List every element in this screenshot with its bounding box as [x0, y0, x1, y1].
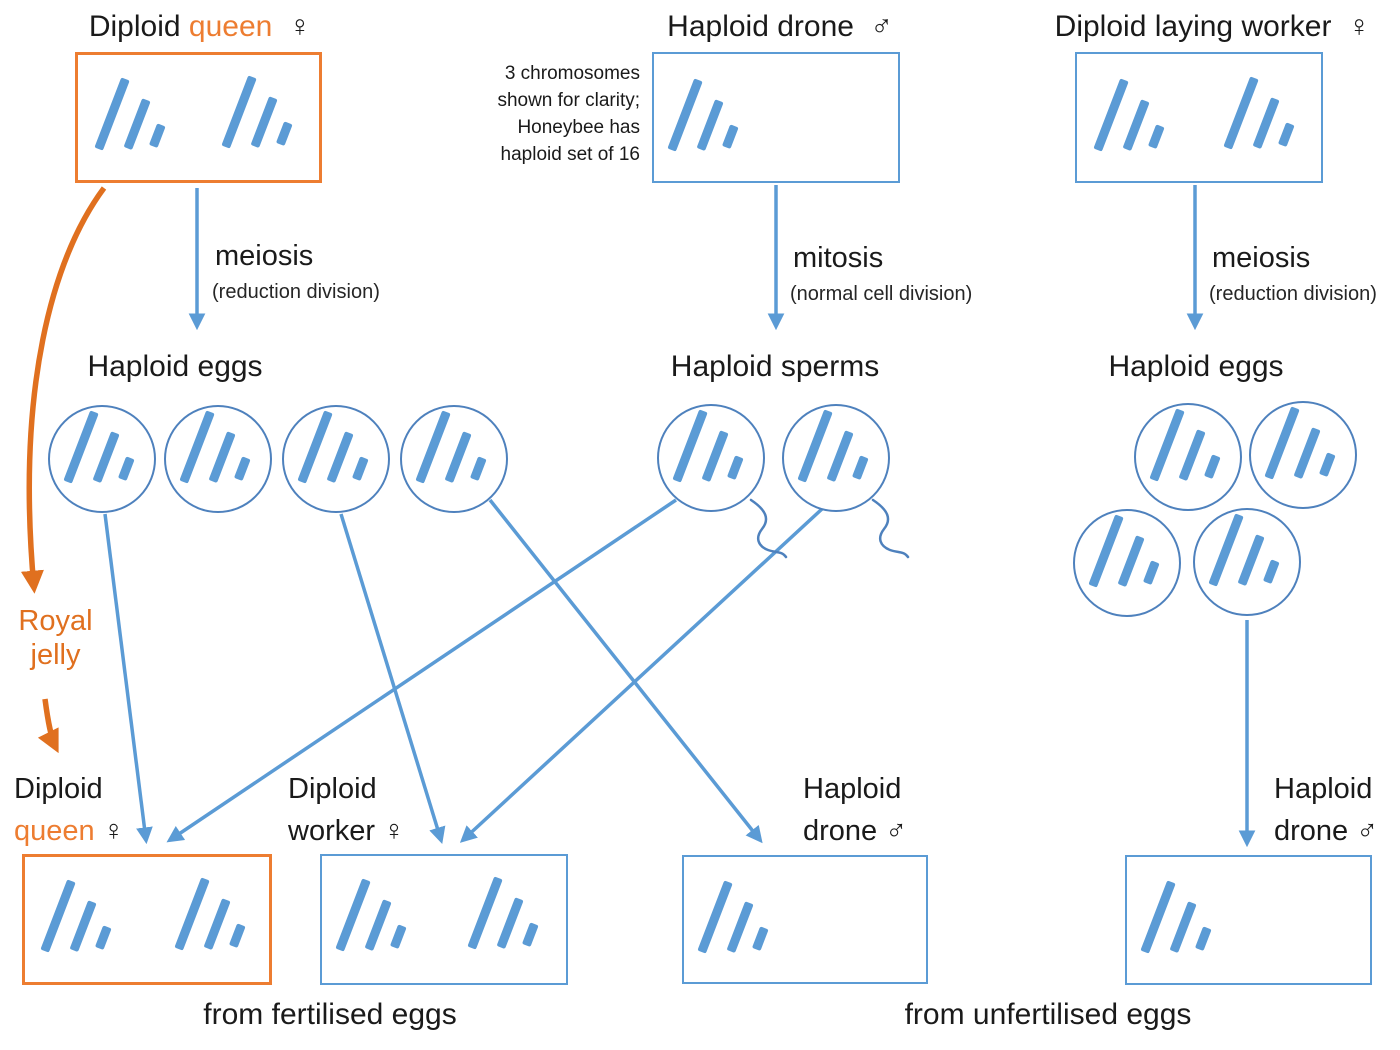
egg-cell [1193, 508, 1301, 616]
offspring-queen-line1: Diploid [14, 773, 103, 805]
chromosome-set [672, 409, 708, 483]
male-symbol: ♂ [870, 10, 893, 43]
arrow-egg4-to-drone [488, 498, 763, 844]
process-mitosis: mitosis [793, 242, 884, 274]
chromosome-set [697, 880, 733, 954]
offspring-drone-mid-box [682, 855, 928, 984]
arrow-royal-jelly-lower [37, 698, 59, 754]
label-haploid-eggs-right: Haploid eggs [1108, 350, 1284, 383]
offspring-drone-right-line2: drone [1274, 815, 1349, 847]
label-offspring-drone-right: Haploid drone ♂ [1274, 768, 1378, 852]
sperm-cell [782, 404, 890, 512]
chromosome-set [1264, 406, 1300, 480]
chromosome-set [1223, 76, 1259, 150]
label-royal-jelly: Royal jelly [8, 604, 103, 672]
offspring-queen-box [22, 854, 272, 985]
title-haploid-drone: Haploid drone ♂ [640, 10, 920, 44]
title-drone-text: Haploid drone [667, 10, 854, 43]
chromosome-set [179, 410, 215, 484]
chromosome-set [667, 78, 703, 152]
offspring-worker-box [320, 854, 568, 985]
chromosome-set [1149, 408, 1185, 482]
female-symbol: ♀ [102, 815, 125, 847]
chromosome-set [40, 879, 76, 953]
arrow-sperm2-to-worker [459, 507, 824, 843]
egg-cell [400, 405, 508, 513]
title-queen-orange: queen [188, 10, 273, 43]
label-haploid-eggs-left: Haploid eggs [87, 350, 263, 383]
label-offspring-worker: Diploid worker ♀ [288, 768, 405, 852]
title-diploid-laying-worker: Diploid laying worker ♀ [1025, 10, 1400, 44]
egg-cell [48, 405, 156, 513]
process-meiosis-left: meiosis [215, 240, 314, 272]
process-meiosis-right: meiosis [1212, 242, 1311, 274]
offspring-queen-line2: queen [14, 815, 95, 847]
royal-jelly-line1: Royal [18, 605, 93, 637]
chromosome-set [174, 877, 210, 951]
offspring-drone-mid-line2: drone [803, 815, 878, 847]
chromosome-set [797, 409, 833, 483]
chromosome-set [1088, 514, 1124, 588]
title-laying-worker-text: Diploid laying worker [1054, 10, 1332, 43]
chromosome-set [1093, 78, 1129, 152]
drone-cell-box [652, 52, 900, 183]
caption-fertilised: from fertilised eggs [203, 998, 457, 1031]
royal-jelly-line2: jelly [30, 639, 81, 671]
chromosome-set [467, 876, 503, 950]
chromosome-set [335, 878, 371, 952]
female-symbol: ♀ [1347, 10, 1371, 43]
process-mitosis-detail: (normal cell division) [790, 283, 973, 305]
offspring-worker-line1: Diploid [288, 773, 377, 805]
label-offspring-queen: Diploid queen ♀ [14, 768, 124, 852]
arrow-sperm1-to-queen [166, 498, 677, 843]
female-symbol: ♀ [383, 815, 405, 847]
chromosome-set [415, 410, 451, 484]
chromosome-set [297, 410, 333, 484]
offspring-drone-mid-line1: Haploid [803, 773, 902, 805]
process-meiosis-right-detail: (reduction division) [1209, 283, 1377, 305]
egg-cell [1249, 401, 1357, 509]
process-meiosis-left-detail: (reduction division) [212, 281, 380, 303]
female-symbol: ♀ [288, 10, 312, 43]
male-symbol: ♂ [885, 815, 907, 847]
caption-unfertilised: from unfertilised eggs [904, 998, 1192, 1031]
chromosome-set [1140, 880, 1176, 954]
laying-worker-cell-box [1075, 52, 1323, 183]
arrow-royal-jelly-curve [20, 186, 107, 594]
chromosome-set [221, 75, 257, 149]
label-haploid-sperms: Haploid sperms [670, 350, 880, 383]
chromosome-set [63, 410, 99, 484]
label-offspring-drone-mid: Haploid drone ♂ [803, 768, 907, 852]
chromosome-set [1208, 513, 1244, 587]
title-queen-black: Diploid [88, 10, 181, 43]
male-symbol: ♂ [1356, 815, 1378, 847]
sperm-tail-2 [871, 498, 910, 559]
title-diploid-queen: Diploid queen ♀ [60, 10, 340, 44]
arrow-egg3-to-worker [339, 513, 446, 845]
queen-cell-box [75, 52, 322, 183]
offspring-drone-right-box [1125, 855, 1372, 985]
sperm-cell [657, 404, 765, 512]
sperm-tail-1 [749, 498, 788, 559]
clarity-note: 3 chromosomes shown for clarity; Honeybe… [497, 63, 640, 165]
offspring-drone-right-line1: Haploid [1274, 773, 1373, 805]
egg-cell [1073, 509, 1181, 617]
arrow-egg1-to-queen [103, 513, 153, 845]
egg-cell [1134, 403, 1242, 511]
egg-cell [164, 405, 272, 513]
chromosome-set [94, 77, 130, 151]
egg-cell [282, 405, 390, 513]
offspring-worker-line2: worker [288, 815, 376, 847]
